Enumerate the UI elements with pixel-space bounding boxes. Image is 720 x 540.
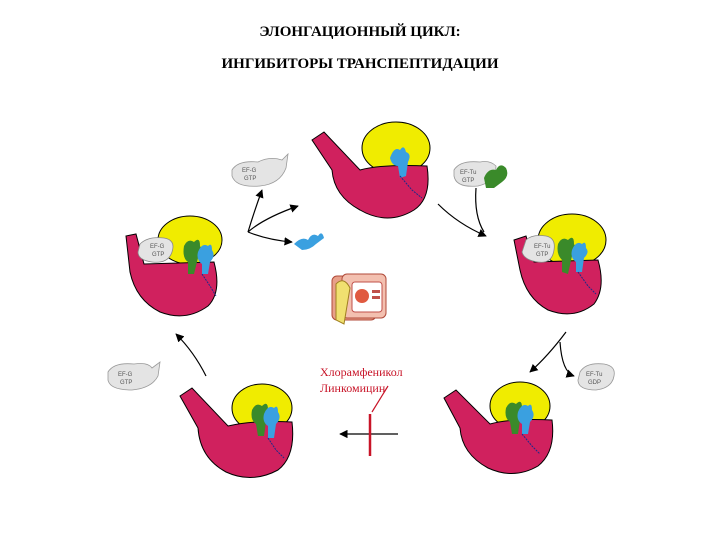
peptide-chain [201, 273, 217, 297]
arrow-left-to-top [247, 204, 299, 233]
peptide-chain [267, 437, 285, 459]
efg-free-label: EF-G [242, 168, 257, 174]
peptide-chain [577, 271, 597, 295]
factor-eftu-gtp-free: EF-Tu GTP [453, 161, 508, 188]
gtp-free-label-2: GTP [462, 178, 474, 184]
gtp-free-label-1: GTP [244, 176, 256, 182]
gtp-left-label: GTP [120, 380, 132, 386]
efg-factor-bound [137, 237, 174, 263]
large-subunit [513, 235, 602, 315]
trna-green-free [484, 165, 508, 188]
factor-eftu-gdp-right: EF-Tu GDP [577, 363, 615, 391]
arrow-left-up [247, 189, 264, 233]
trna-green [183, 239, 202, 274]
eftu-label-1: EF-Tu [534, 244, 550, 250]
ribosome-bottom-left [179, 383, 294, 478]
trna-blue [517, 404, 534, 434]
inhibitor-chloramphenicol: Хлорамфеникол [320, 365, 403, 379]
large-subunit [311, 131, 429, 219]
trna-blue [571, 242, 588, 272]
ribosome-left: EF-G GTP [125, 215, 223, 317]
presentation-clip-icon [331, 273, 387, 325]
trna-blue-released [294, 233, 324, 250]
eftu-free-label: EF-Tu [460, 170, 476, 176]
gtp-label-2: GTP [152, 252, 164, 258]
cycle-arrows [175, 187, 575, 439]
title-line-1: ЭЛОНГАЦИОННЫЙ ЦИКЛ: [259, 24, 461, 40]
inhibitor-pointer [371, 385, 389, 413]
arrow-top-to-right [437, 203, 487, 237]
factor-efg-gtp-free: EF-G GTP [231, 152, 289, 187]
efg-left-label: EF-G [118, 372, 133, 378]
trna-blue [197, 244, 214, 274]
arrow-right-to-bottom-right [529, 331, 567, 373]
title-line-2: ИНГИБИТОРЫ ТРАНСПЕПТИДАЦИИ [221, 56, 499, 72]
trna-blue [390, 147, 410, 178]
factor-efg-gtp-left: EF-G GTP [107, 361, 161, 391]
efg-label-1: EF-G [150, 244, 165, 250]
gdp-right-label: GDP [588, 380, 601, 386]
trna-green [557, 237, 576, 274]
trna-blue [263, 406, 280, 438]
peptide-chain [521, 433, 541, 455]
large-subunit [125, 233, 218, 317]
peptide-chain [399, 175, 423, 199]
arrow-gdp-release [559, 341, 575, 378]
arrow-bottom-left-to-left [175, 333, 207, 377]
inhibitor-lincomycin: Линкомицин [320, 381, 386, 395]
eftu-right-label: EF-Tu [586, 372, 602, 378]
eftu-factor-bound [521, 235, 555, 263]
arrow-factor-entry-right [475, 187, 485, 233]
gtp-label-1: GTP [536, 252, 548, 258]
ribosome-bottom-right [443, 381, 554, 474]
ribosome-right: EF-Tu GTP [513, 213, 607, 315]
arrow-left-to-released [247, 231, 293, 246]
ribosome-top [311, 121, 431, 219]
